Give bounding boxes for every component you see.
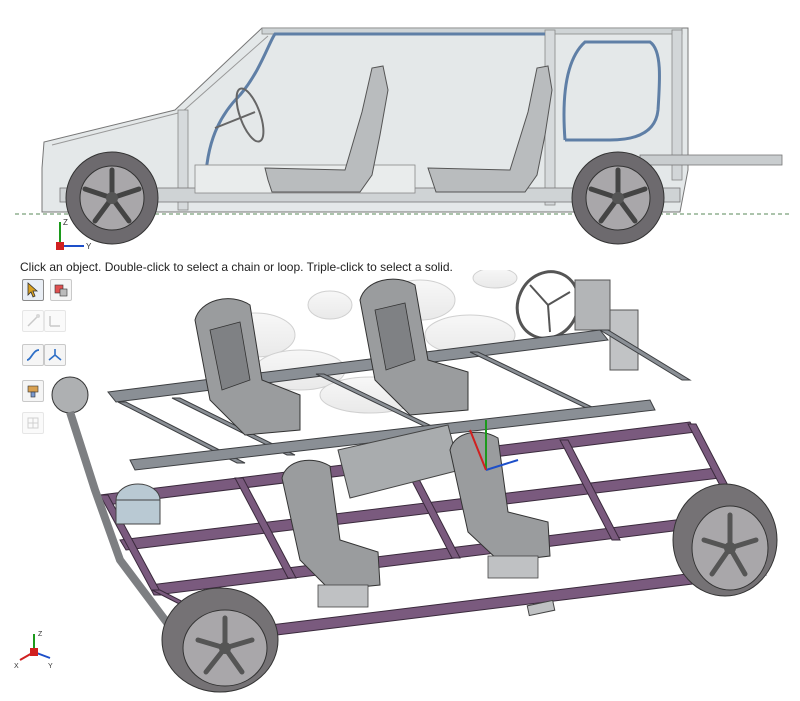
front-suspension-right [574, 279, 639, 371]
filter-select-button[interactable] [50, 279, 72, 301]
pick-point-button[interactable] [22, 310, 44, 332]
rear-seat [427, 65, 553, 193]
steering-column [214, 111, 256, 129]
a-pillar [177, 109, 189, 211]
select-arrow-button[interactable] [22, 279, 44, 301]
grid-tool-icon [27, 417, 39, 429]
curve-tool-icon [26, 349, 40, 361]
paint-tool-button[interactable] [22, 380, 44, 402]
side-elevation-view[interactable]: Z Y [0, 0, 800, 255]
rear-suspension-left [51, 376, 184, 643]
status-hint: Click an object. Double-click to select … [20, 260, 453, 274]
front-seat [264, 65, 389, 193]
triad-bottom-z-label: Z [38, 631, 43, 638]
triad-bottom-x-label: X [14, 663, 19, 670]
select-arrow-icon [27, 282, 39, 298]
isometric-chassis-view[interactable] [0, 270, 800, 701]
triad-top-y-label: Y [86, 242, 92, 251]
loose-bracket [526, 599, 556, 617]
filter-select-icon [54, 284, 68, 297]
rear-seat-right [359, 278, 469, 416]
motor-unit [115, 483, 161, 525]
rear-flatbed [639, 154, 783, 166]
front-wheel [65, 151, 159, 245]
rear-seat-left [194, 298, 301, 436]
triad-tool-icon [48, 349, 62, 361]
front-roll-tube [203, 32, 545, 196]
grid-tool-button[interactable] [22, 412, 44, 434]
front-seat-right [449, 431, 551, 579]
coordinate-triad-top: Z Y [56, 218, 92, 251]
front-wheel-iso [672, 483, 778, 597]
front-seat-left [281, 459, 381, 608]
rear-wheel-iso [161, 587, 279, 693]
triad-bottom-y-label: Y [48, 663, 53, 670]
curve-tool-button[interactable] [22, 344, 44, 366]
pick-edge-icon [49, 316, 60, 327]
coordinate-triad-bottom: X Y Z [14, 631, 53, 670]
triad-top-z-label: Z [63, 218, 68, 227]
pick-point-icon [27, 314, 40, 327]
rear-wheel [571, 151, 665, 245]
rear-roll-tube [562, 40, 661, 142]
rear-pillar [671, 29, 683, 181]
paint-tool-icon [27, 385, 39, 398]
selection-triad [469, 420, 519, 471]
pick-edge-button[interactable] [44, 310, 66, 332]
triad-tool-button[interactable] [44, 344, 66, 366]
